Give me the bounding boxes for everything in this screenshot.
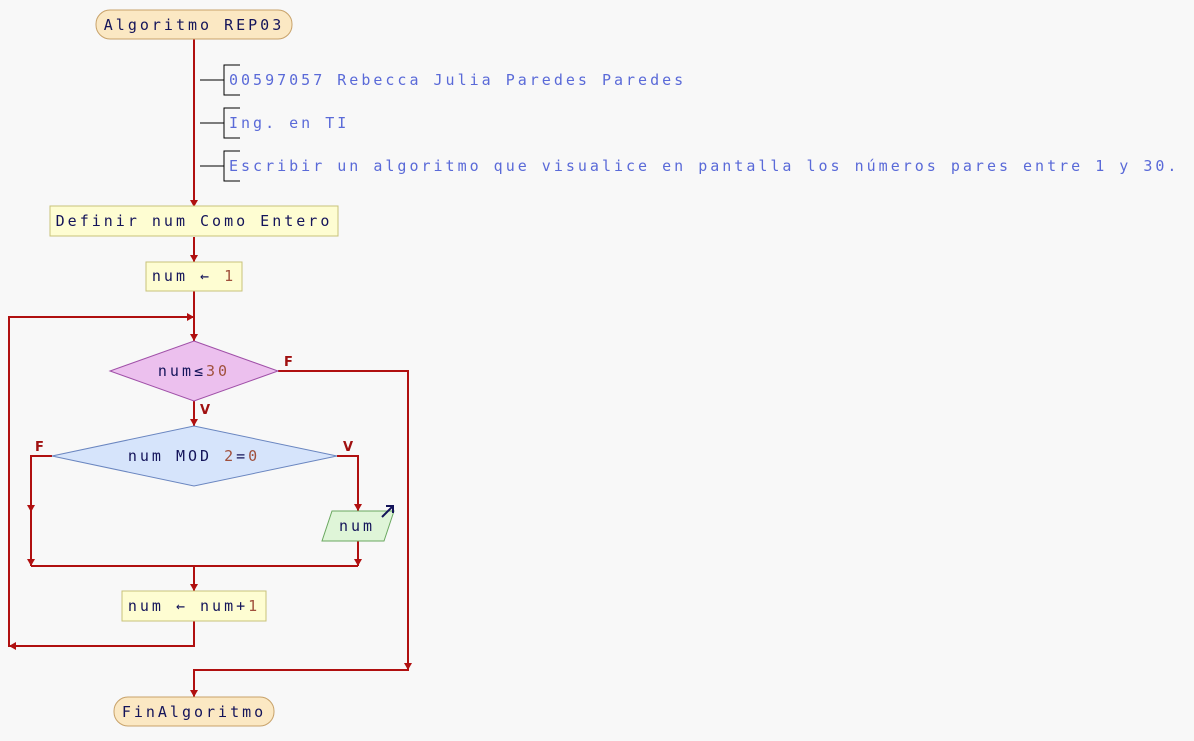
init-block: num ← 1 [145,261,243,292]
comment-2: Ing. en TI [200,107,349,139]
comment-3: Escribir un algoritmo que visualice en p… [200,150,1179,182]
comment-1: 00597057 Rebecca Julia Paredes Paredes [200,64,686,96]
while-decision: num≤30 [108,340,280,402]
while-false-flag: F [284,355,293,370]
if-false-flag: F [35,440,44,455]
comment-author: 00597057 Rebecca Julia Paredes Paredes [229,71,686,89]
output-arrow-icon [381,505,394,518]
while-condition: num≤30 [158,362,230,380]
if-true-flag: V [343,440,353,455]
if-condition: num MOD 2=0 [128,447,260,465]
end-label: FinAlgoritmo [122,703,266,721]
if-decision: num MOD 2=0 [51,425,338,487]
start-terminal: Algoritmo REP03 [95,9,293,40]
comment-statement: Escribir un algoritmo que visualice en p… [229,157,1179,175]
output-block: num [321,505,395,542]
arrowheads [9,200,412,697]
init-assignment: num ← 1 [152,267,236,285]
end-terminal: FinAlgoritmo [113,696,275,727]
increment-block: num ← num+1 [121,590,267,622]
increment-assignment: num ← num+1 [128,597,260,615]
start-label: Algoritmo REP03 [104,16,284,34]
while-true-flag: V [200,403,210,418]
comment-program: Ing. en TI [229,114,349,132]
output-label: num [339,517,375,535]
define-label: Definir num Como Entero [56,212,333,230]
define-block: Definir num Como Entero [49,205,339,237]
